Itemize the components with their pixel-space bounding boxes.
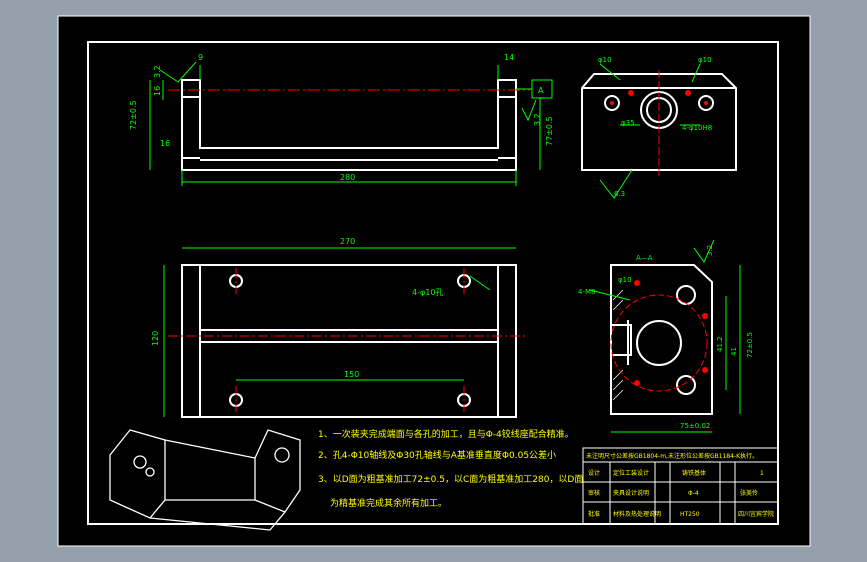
isometric-view [109, 429, 301, 531]
title-checker: 审核 [588, 489, 600, 497]
side-mark-3 [610, 101, 614, 105]
iso-right-block [254, 429, 301, 513]
title-header: 未注明尺寸公差按GB1804-m,未注形位公差按GB1184-K执行。 [586, 452, 758, 460]
section-leader-m8 [589, 289, 631, 301]
section-hole-top [676, 285, 696, 305]
title-block [582, 447, 779, 525]
section-bore [636, 320, 682, 366]
title-frame [582, 447, 779, 525]
hatch-4 [612, 379, 624, 391]
iso-hole-small [145, 467, 155, 477]
section-bolt-circle [610, 294, 708, 392]
drawing-border [87, 41, 779, 525]
dim-32r-text: 3.2 [533, 113, 542, 126]
section-hatch [612, 289, 624, 401]
title-sheet: 张美伶 [740, 489, 758, 497]
iso-hole-left [133, 455, 147, 469]
section-dim-d: 72±0.5 [746, 332, 754, 358]
dim-72-text: 72±0.5 [129, 100, 138, 130]
side-hole-left [604, 95, 620, 111]
title-text: 未注明尺寸公差按GB1804-m,未注形位公差按GB1184-K执行。 设计 定… [586, 452, 774, 518]
side-hole-right [698, 95, 714, 111]
title-scale: 1 [760, 470, 764, 477]
dim-16-text: 16 [153, 86, 162, 96]
side-roughness-text: 6.3 [614, 190, 625, 198]
section-mark-3 [634, 380, 640, 386]
dim-14-text: 14 [504, 53, 514, 62]
dim-120-text: 120 [151, 331, 160, 346]
plan-view [181, 264, 517, 418]
iso-hole-right [274, 447, 290, 463]
note-3: 3、以D面为粗基准加工72±0.5，以C面为粗基准加工280，以D面 [318, 473, 583, 485]
plan-dimensions [163, 247, 516, 417]
side-holes-text: 4-φ10H8 [682, 124, 712, 132]
dim-16b-text: 16 [160, 139, 170, 148]
title-school: 四川宜宾学院 [738, 510, 774, 518]
section-roughness [693, 239, 715, 263]
dim-77-text: 77±0.5 [545, 116, 554, 146]
note-2: 2、孔4-Φ10轴线及Φ30孔轴线与A基准垂直度Φ0.05公差小 [318, 449, 556, 461]
section-outline [610, 264, 713, 415]
title-part-no: Φ-4 [688, 490, 699, 497]
iso-bottom-edge [149, 511, 286, 531]
side-dimensions [599, 63, 701, 199]
title-cell-c: 材料及热处理说明 [613, 510, 661, 518]
plan-centerlines [168, 268, 528, 412]
section-dim-b: 41.2 [716, 336, 724, 352]
section-title: A—A [636, 254, 653, 262]
title-designer: 设计 [588, 469, 600, 477]
side-phi-left: φ10 [598, 56, 612, 64]
side-mark-4 [704, 101, 708, 105]
side-leader-left [599, 63, 621, 81]
dim-280-text: 280 [340, 173, 355, 182]
title-cell-b: 夹具设计说明 [613, 489, 649, 497]
side-red-marks [610, 90, 708, 105]
roughness-right [521, 99, 537, 122]
section-dim-a: 3.2 [706, 245, 714, 256]
side-phi-right: φ10 [698, 56, 712, 64]
front-dimensions [149, 61, 553, 186]
title-part-name: 铸铁基体 [682, 469, 706, 477]
dim-32-text: 3.2 [153, 65, 162, 78]
section-red-marks [634, 280, 708, 386]
dim-270-text: 270 [340, 237, 355, 246]
datum-label: A [538, 86, 544, 95]
note-4: 为精基准完成其余所有加工。 [330, 497, 447, 509]
dim-150-text: 150 [344, 370, 359, 379]
side-leader-right [691, 63, 701, 83]
section-dimensions [589, 239, 741, 433]
title-cell-a: 定位工装设计 [613, 469, 649, 477]
section-phi10: φ10 [618, 276, 632, 284]
section-hole-bottom [676, 375, 696, 395]
hatch-5 [612, 389, 624, 401]
note-1: 1、一次装夹完成端面与各孔的加工，且与Φ-4铰线座配合精准。 [318, 428, 574, 440]
hatch-2 [612, 299, 624, 311]
drawing-sheet [57, 15, 811, 547]
plan-holes-text: 4-φ10孔 [412, 288, 443, 297]
section-m8: 4-M8 [578, 288, 595, 296]
notes: 1、一次装夹完成端面与各孔的加工，且与Φ-4铰线座配合精准。 2、孔4-Φ10轴… [318, 428, 583, 509]
plan-holes-leader [469, 275, 491, 291]
section-dim-bottom: 75±0.02 [680, 422, 710, 430]
section-dim-c: 41 [730, 347, 738, 356]
hatch-3 [612, 369, 624, 381]
roughness-left [159, 61, 197, 83]
side-roughness [599, 169, 633, 199]
side-bore-text: φ35 [621, 119, 635, 127]
side-mark-2 [685, 90, 691, 96]
title-approver: 批准 [588, 510, 600, 518]
section-mark-4 [702, 367, 708, 373]
dim-9-text: 9 [198, 53, 203, 62]
iso-base [164, 439, 256, 501]
section-mark-2 [702, 313, 708, 319]
plan-outline [181, 264, 517, 418]
section-mark-1 [634, 280, 640, 286]
hatch-1 [612, 289, 624, 301]
title-material: HT250 [680, 511, 700, 518]
side-mark-1 [628, 90, 634, 96]
